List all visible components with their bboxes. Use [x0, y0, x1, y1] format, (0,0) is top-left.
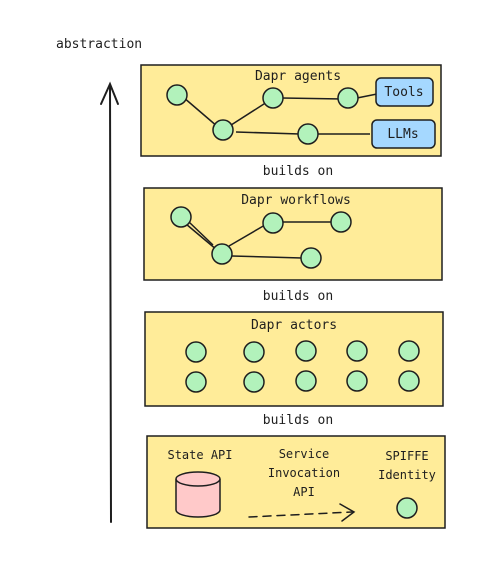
tools-box — [375, 77, 434, 107]
node-circle — [211, 243, 233, 265]
service-invocation-line-3: API — [293, 485, 315, 499]
layer-dapr-agents: Dapr agents Tools LLMs — [140, 64, 442, 157]
node-circle — [243, 341, 265, 363]
identity-node-circle — [396, 497, 418, 519]
node-circle — [337, 87, 359, 109]
node-circle — [166, 84, 188, 106]
llms-label: LLMs — [387, 127, 418, 142]
node-circle — [295, 370, 317, 392]
axis-label: abstraction — [56, 37, 142, 52]
layer-dapr-workflows: Dapr workflows — [143, 187, 443, 281]
state-api-label: State API — [167, 448, 232, 462]
layer-title: Dapr agents — [255, 69, 341, 84]
abstraction-arrow — [100, 81, 119, 523]
node-circle — [398, 370, 420, 392]
node-circle — [262, 212, 284, 234]
node-circle — [300, 247, 322, 269]
service-invocation-line-1: Service — [279, 447, 330, 461]
node-circle — [170, 206, 192, 228]
node-circle — [346, 370, 368, 392]
node-circle — [398, 340, 420, 362]
workflows-edges — [185, 221, 332, 259]
service-invocation-line-2: Invocation — [268, 466, 340, 480]
workflows-nodes — [170, 206, 352, 269]
node-circle — [185, 341, 207, 363]
node-circle — [212, 119, 234, 141]
builds-on-label: builds on — [263, 289, 333, 304]
node-circle — [297, 123, 319, 145]
layer-runtime: State API Service Invocation API SPIFFE … — [146, 435, 446, 529]
node-circle — [346, 340, 368, 362]
agents-edges — [182, 93, 378, 135]
node-circle — [185, 371, 207, 393]
layer-dapr-actors: Dapr actors — [144, 311, 444, 407]
layer-title: Dapr actors — [251, 318, 337, 333]
spiffe-line-2: Identity — [378, 468, 436, 482]
layer-title: Dapr workflows — [241, 193, 351, 208]
actors-nodes — [185, 340, 420, 393]
node-circle — [262, 87, 284, 109]
node-circle — [295, 340, 317, 362]
agents-nodes — [166, 84, 359, 145]
builds-on-label: builds on — [263, 413, 333, 428]
spiffe-line-1: SPIFFE — [385, 449, 428, 463]
node-circle — [330, 211, 352, 233]
layer-box — [143, 187, 443, 281]
dashed-arrow-icon — [248, 503, 356, 522]
node-circle — [243, 371, 265, 393]
cylinder-icon — [175, 471, 221, 518]
tools-label: Tools — [384, 85, 423, 100]
llms-box — [371, 119, 436, 149]
builds-on-label: builds on — [263, 164, 333, 179]
